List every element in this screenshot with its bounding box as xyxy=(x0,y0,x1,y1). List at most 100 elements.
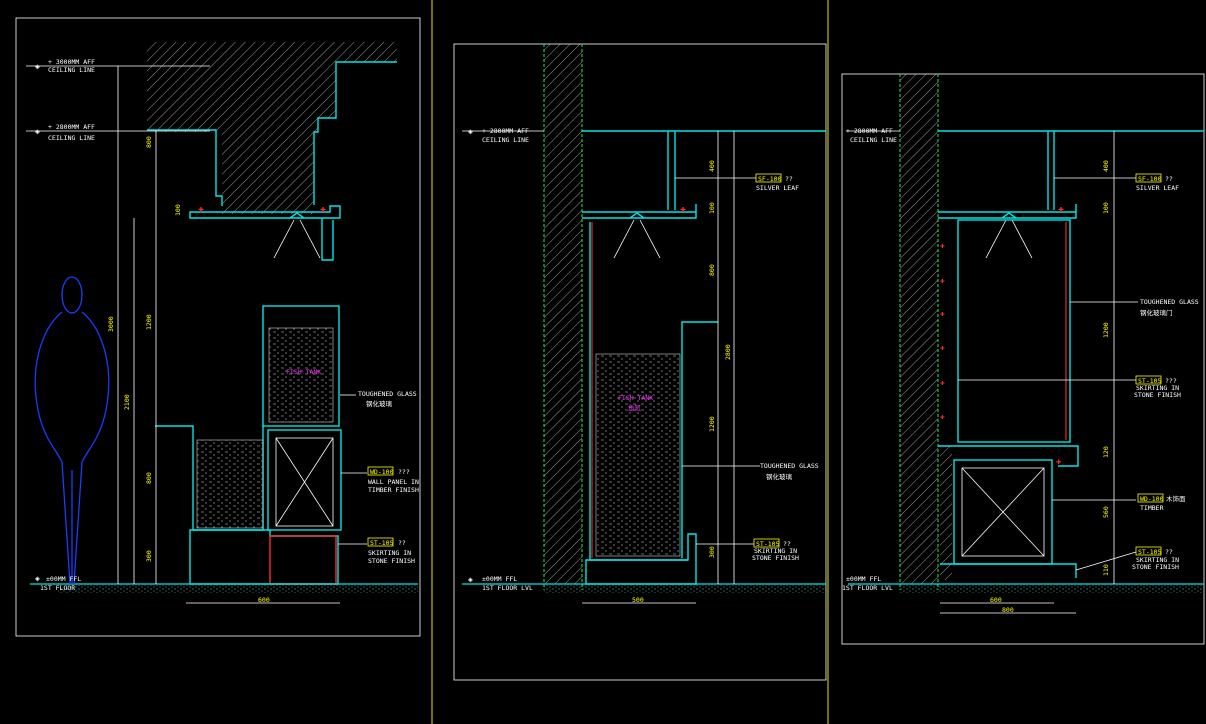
floor-hatch xyxy=(544,585,826,593)
bulkhead-side xyxy=(321,218,334,261)
svg-text:±00MM FFL: ±00MM FFL xyxy=(46,575,81,583)
svg-text:??: ?? xyxy=(1165,175,1173,183)
glass-label-cn: 钢化玻璃 xyxy=(766,472,793,481)
dim-800-top: 800 xyxy=(145,136,153,148)
level-marker: ◈ + 2800MM AFF CEILING LINE xyxy=(462,127,544,144)
floor-hatch xyxy=(58,585,418,593)
dim-120: 120 xyxy=(1102,446,1110,458)
cabinet-cross xyxy=(961,467,1045,557)
water-fill-lower xyxy=(196,439,264,529)
dim-1200: 1200 xyxy=(708,416,716,432)
dim-100: 100 xyxy=(1102,202,1110,214)
level-marker-ffl: ◈ ±00MM FFL 1ST FLOOR xyxy=(35,574,81,592)
svg-text:CEILING LINE: CEILING LINE xyxy=(850,136,897,144)
fish-tank-label-cn: 鱼缸 xyxy=(628,403,642,412)
counter xyxy=(938,445,1079,467)
svg-text:TIMBER FINISH: TIMBER FINISH xyxy=(368,486,419,494)
wall-hatch xyxy=(900,74,938,584)
light-beam xyxy=(273,219,295,259)
fish-tank-label: FISH TANK xyxy=(286,368,321,376)
fixings: ✚✚✚ ✚✚✚ xyxy=(940,241,945,421)
ceiling-outline xyxy=(313,61,397,205)
dim-300: 300 xyxy=(145,550,153,562)
sf-tag: SF-100 xyxy=(758,175,782,183)
panel-frame xyxy=(841,73,1205,645)
light-beam xyxy=(985,219,1007,259)
svg-text:±00MM FFL: ±00MM FFL xyxy=(846,575,881,583)
dim-560: 560 xyxy=(1102,506,1110,518)
tag-box xyxy=(1137,493,1164,503)
skirt-tag: ST-105 xyxy=(1138,377,1162,385)
elevation-panel-3: ✚ ✚✚✚ ✚✚✚ ✚ + 2800MM AFF CEILING LINE ±0… xyxy=(841,73,1205,645)
light-beam xyxy=(639,219,661,259)
anchor-icon: ✚ xyxy=(1058,204,1064,215)
svg-text:1ST FLOOR: 1ST FLOOR xyxy=(40,584,75,592)
svg-text:+ 2800MM AFF: + 2800MM AFF xyxy=(846,127,893,135)
svg-text:+ 3000MM AFF: + 3000MM AFF xyxy=(48,58,95,66)
skirt2-tag: ST-105 xyxy=(1138,548,1162,556)
tank-side xyxy=(681,321,718,558)
svg-text:??: ?? xyxy=(785,175,793,183)
svg-text:◈: ◈ xyxy=(468,575,473,584)
skirting xyxy=(940,563,1077,578)
svg-text:??: ?? xyxy=(398,539,406,547)
dim-1200: 1200 xyxy=(145,314,153,330)
anchor-icon: ✚ xyxy=(198,204,204,215)
structure-hatch xyxy=(147,42,397,214)
svg-text:◈: ◈ xyxy=(35,127,40,136)
svg-text:✚: ✚ xyxy=(940,241,945,250)
svg-text:木饰面: 木饰面 xyxy=(1166,494,1186,503)
dim-2800: 2800 xyxy=(724,344,732,360)
fish-tank-label: FISH TANK xyxy=(618,394,653,402)
cabinet-door xyxy=(961,467,1045,557)
svg-text:1ST FLOOR LVL: 1ST FLOOR LVL xyxy=(482,584,533,592)
ceiling-outline xyxy=(147,129,223,206)
svg-text:✚: ✚ xyxy=(940,343,945,352)
cabinet-door xyxy=(275,437,334,527)
light-icon xyxy=(1001,212,1017,219)
water-fill xyxy=(268,327,334,423)
dim-3000: 3000 xyxy=(107,316,115,332)
glass-label: TOUGHENED GLASS xyxy=(760,462,819,470)
dim-110: 110 xyxy=(1102,564,1110,576)
svg-text:+ 2800MM AFF: + 2800MM AFF xyxy=(48,123,95,131)
skirt-tag: ST-105 xyxy=(370,539,394,547)
light-beam xyxy=(299,219,321,259)
person-silhouette xyxy=(34,276,110,585)
level-marker: + 2800MM AFF CEILING LINE xyxy=(846,127,900,144)
dim-width: 600 xyxy=(258,596,270,604)
glass-door xyxy=(957,219,1071,443)
svg-text:STONE FINISH: STONE FINISH xyxy=(368,557,415,565)
dim-100: 100 xyxy=(708,202,716,214)
light-beam xyxy=(1011,219,1033,259)
skirt-label: SKIRTING IN xyxy=(368,549,411,557)
dim-400: 400 xyxy=(708,160,716,172)
glass-label-cn: 钢化玻璃 xyxy=(366,399,393,408)
light-icon xyxy=(289,212,305,219)
floor-hatch xyxy=(900,585,1204,593)
glass-label: TOUGHENED GLASS xyxy=(1140,298,1199,306)
wd-tag: WD-100 xyxy=(1140,495,1164,503)
tag-box xyxy=(753,538,780,548)
water-fill xyxy=(595,353,681,557)
svg-text:CEILING LINE: CEILING LINE xyxy=(482,136,529,144)
tag-box xyxy=(1135,173,1162,183)
svg-text:???: ??? xyxy=(1165,377,1177,385)
dim-400: 400 xyxy=(1102,160,1110,172)
svg-text:??: ?? xyxy=(783,540,791,548)
svg-text:CEILING LINE: CEILING LINE xyxy=(48,66,95,74)
panel-frame xyxy=(453,43,827,681)
svg-text:◈: ◈ xyxy=(468,127,473,136)
level-marker-ffl: ±00MM FFL 1ST FLOOR LVL xyxy=(842,575,893,592)
dim-600: 600 xyxy=(990,596,1002,604)
light-beam xyxy=(613,219,635,259)
dim-800: 800 xyxy=(1002,606,1014,614)
cabinet-cross xyxy=(275,437,334,527)
tag-box xyxy=(755,173,782,183)
svg-text:??: ?? xyxy=(1165,548,1173,556)
svg-text:◈: ◈ xyxy=(35,574,40,583)
skirt-label: SKIRTING IN xyxy=(1136,384,1179,392)
anchor-icon: ✚ xyxy=(680,204,686,215)
svg-text:±00MM FFL: ±00MM FFL xyxy=(482,575,517,583)
dim-800: 800 xyxy=(145,472,153,484)
